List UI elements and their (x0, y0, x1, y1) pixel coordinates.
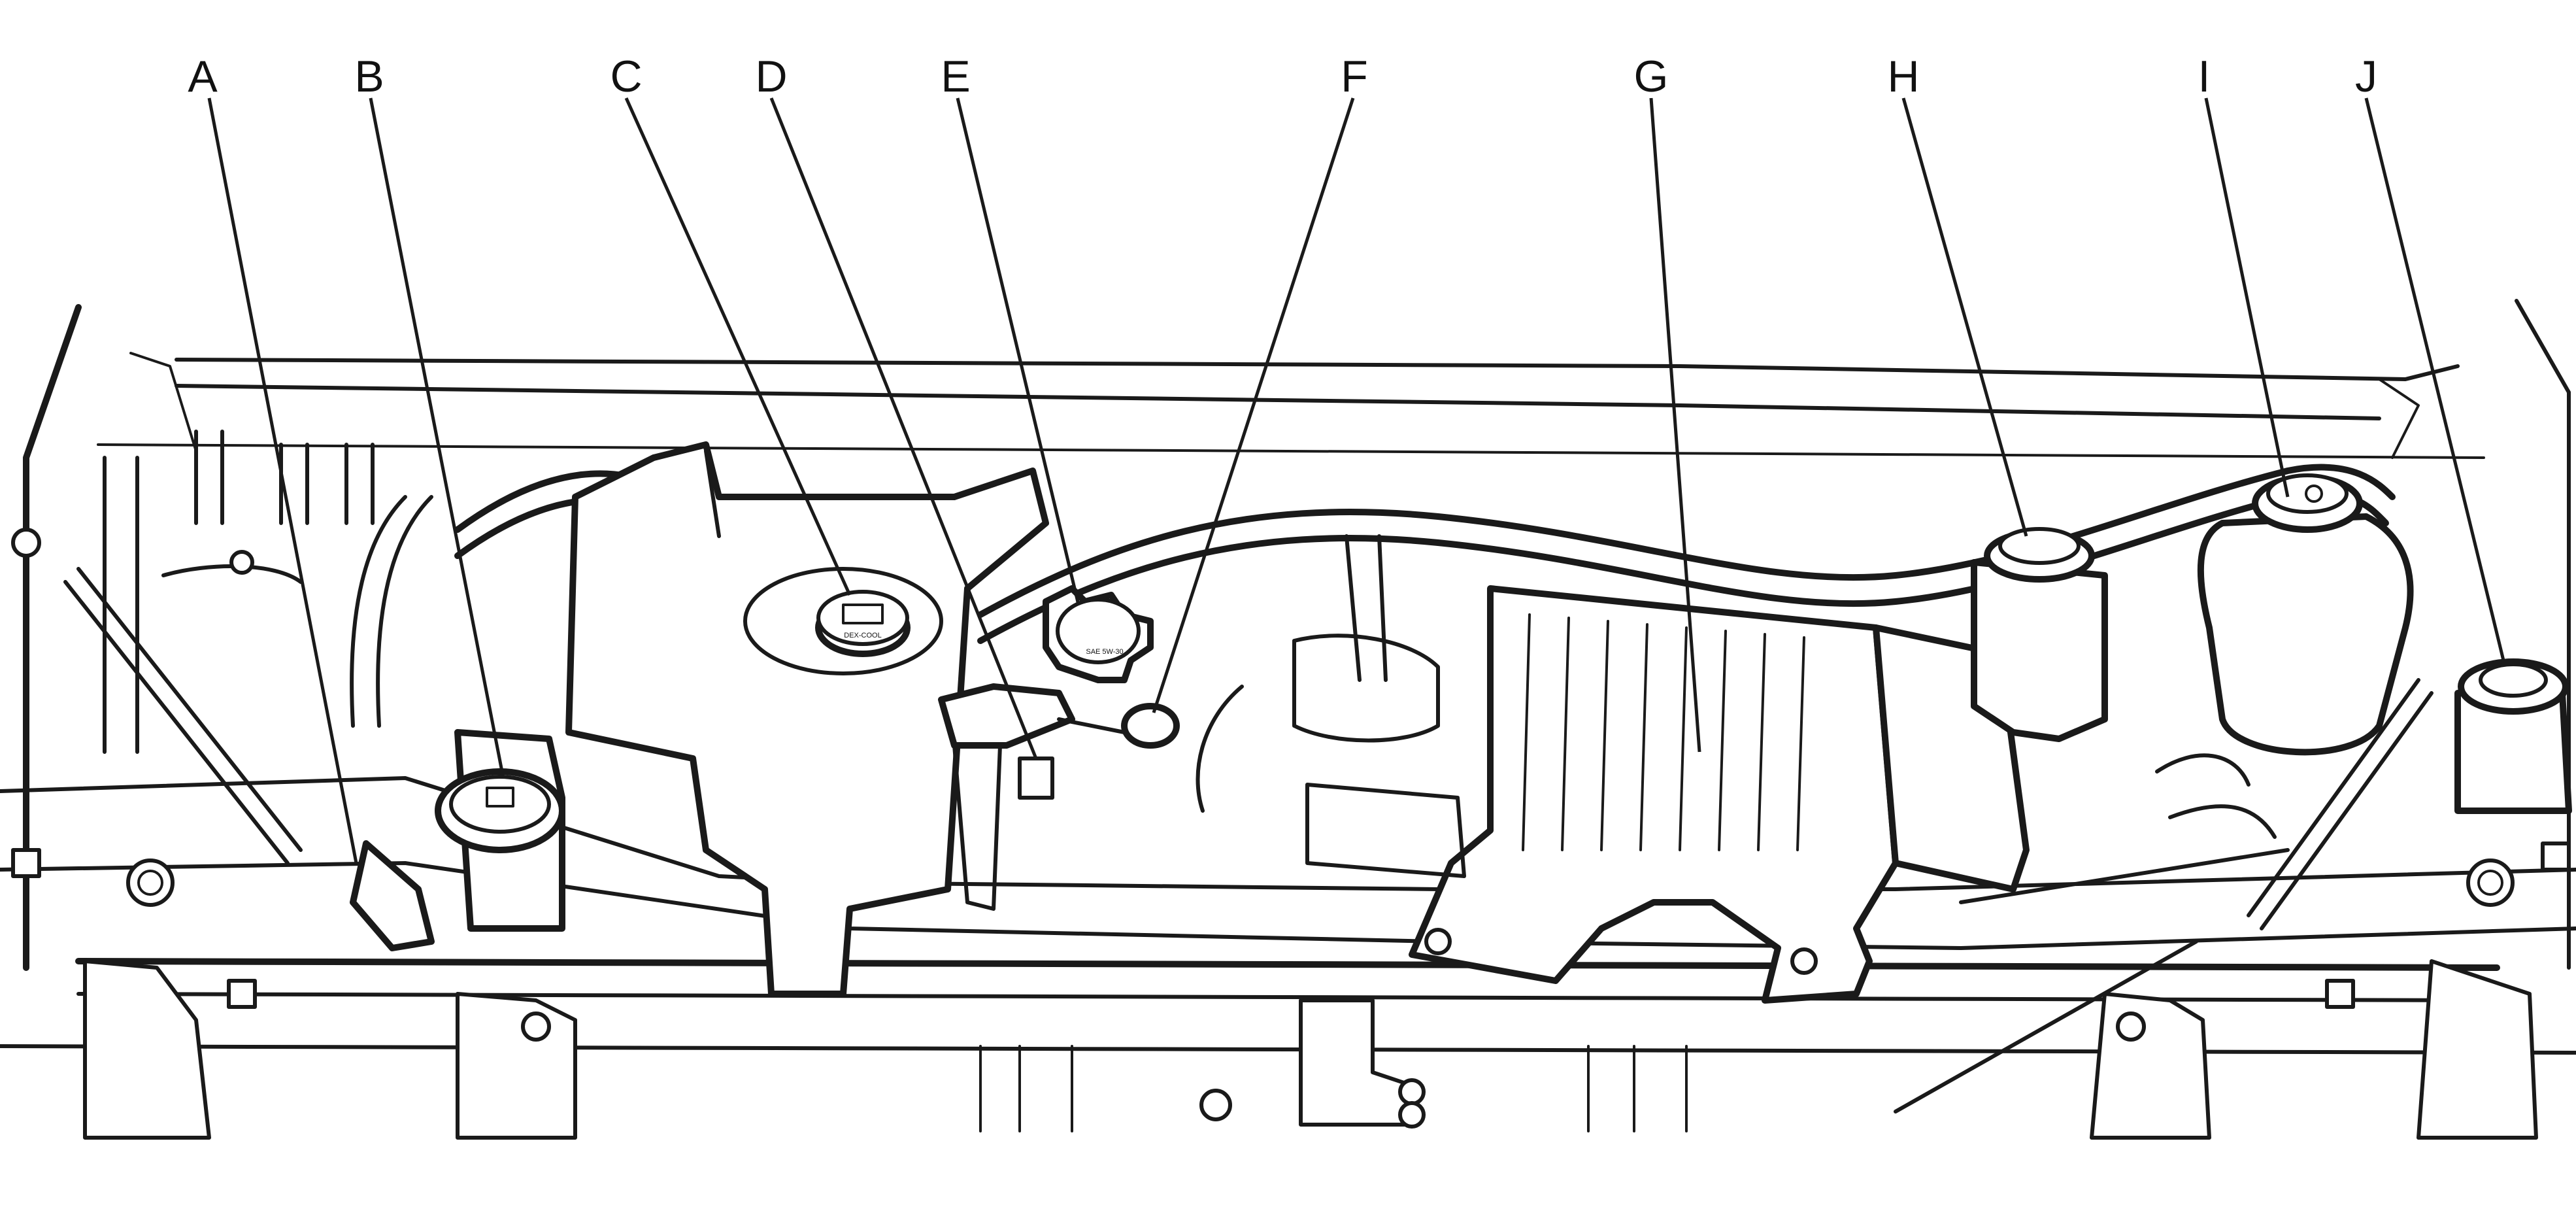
engine-oil-dipstick (938, 683, 1075, 911)
callout-b: B (354, 52, 384, 101)
leader-line-c (624, 97, 852, 596)
misc-components (350, 634, 2434, 1114)
brake-fluid-reservoir (1971, 527, 2108, 742)
leader-line-d (769, 97, 1038, 759)
callout-a: A (188, 52, 218, 101)
radiator-cap (435, 729, 565, 932)
transmission-dipstick (1057, 703, 1180, 749)
coolant-cap: DEX-COOL (815, 590, 911, 657)
power-steering-reservoir (2197, 473, 2414, 756)
leader-line-j (2364, 97, 2505, 661)
washer-fluid-reservoir (2454, 658, 2572, 814)
leader-line-a (207, 97, 358, 864)
bolt-icon (126, 858, 175, 907)
left-fender-components (11, 430, 433, 865)
callout-d: D (755, 52, 787, 101)
leader-line-g (1649, 97, 1701, 753)
callout-labels: A B C D E F G H I J (188, 52, 2377, 101)
callout-e: E (941, 52, 970, 101)
leader-line-i (2204, 97, 2290, 498)
callout-h: H (1887, 52, 1919, 101)
callout-i: I (2198, 52, 2211, 101)
bolt-icon (2466, 858, 2515, 907)
coolant-cap-text: DEX-COOL (844, 632, 881, 639)
oil-fill-cap: SAE 5W-30 (1043, 585, 1154, 683)
front-crossmember (0, 776, 2576, 1140)
air-cleaner-housing (1409, 585, 2030, 1004)
callout-c: C (610, 52, 642, 101)
leader-line-h (1901, 97, 2028, 537)
callout-g: G (1634, 52, 1669, 101)
leader-line-e (956, 97, 1080, 605)
callout-j: J (2355, 52, 2377, 101)
leader-line-f (1152, 97, 1355, 713)
leader-lines (207, 97, 2505, 864)
oil-cap-text: SAE 5W-30 (1086, 648, 1123, 656)
leader-line-b (369, 97, 505, 779)
callout-f: F (1341, 52, 1368, 101)
